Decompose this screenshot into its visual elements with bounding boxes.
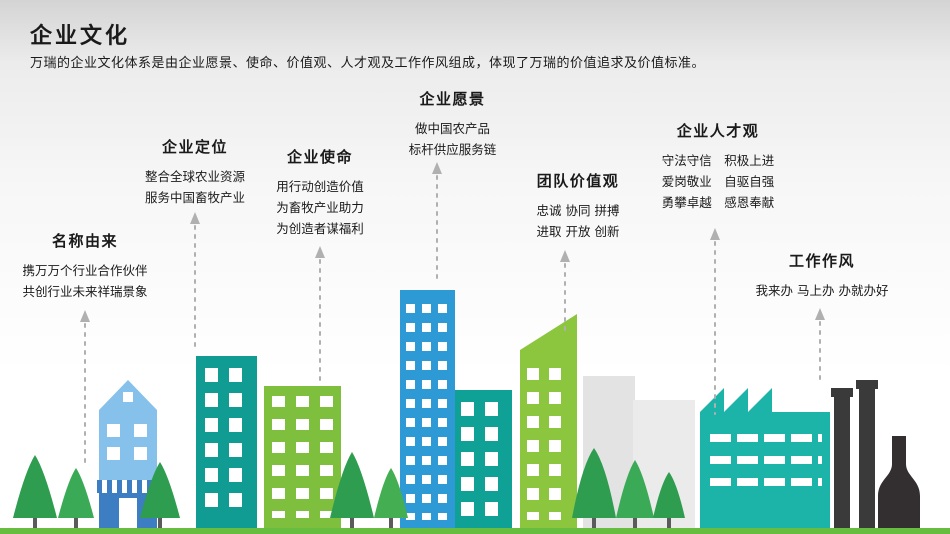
section-mission: 企业使命 用行动创造价值 为畜牧产业助力 为创造者谋福利 (265, 146, 375, 239)
section-title: 企业使命 (286, 148, 353, 166)
section-line: 为畜牧产业助力 (276, 200, 364, 215)
ground-strip (0, 528, 950, 534)
section-line: 为创造者谋福利 (276, 221, 364, 236)
dashed-arrow-vision (432, 162, 442, 285)
section-line: 整合全球农业资源 (144, 169, 245, 184)
trees (13, 448, 685, 534)
cityscape-illustration (0, 290, 950, 534)
smokestacks (831, 380, 878, 534)
section-line: 共创行业未来祥瑞景象 (22, 284, 148, 299)
section-line: 携万万个行业合作伙伴 (22, 263, 148, 278)
section-title: 企业人才观 (676, 122, 760, 140)
page-subtitle: 万瑞的企业文化体系是由企业愿景、使命、价值观、人才观及工作作风组成，体现了万瑞的… (30, 56, 706, 71)
section-line: 标杆供应服务链 (408, 142, 497, 157)
section-work-style: 工作作风 我来办 马上办 办就办好 (742, 250, 902, 301)
section-title: 企业愿景 (419, 90, 486, 108)
section-line: 忠诚 协同 拼搏 (536, 203, 620, 218)
section-title: 工作作风 (788, 252, 855, 270)
section-team-values: 团队价值观 忠诚 协同 拼搏 进取 开放 创新 (523, 170, 633, 242)
mid-teal-building (455, 390, 512, 534)
section-line: 守法守信 积极上进 (661, 153, 775, 168)
blue-skyscraper (400, 290, 455, 534)
section-line: 服务中国畜牧产业 (144, 190, 245, 205)
section-line: 我来办 马上办 办就办好 (755, 283, 889, 298)
section-name-origin: 名称由来 携万万个行业合作伙伴 共创行业未来祥瑞景象 (10, 230, 160, 302)
section-talent-view: 企业人才观 守法守信 积极上进 爱岗敬业 自驱自强 勇攀卓越 感恩奉献 (653, 120, 783, 213)
green-building (264, 386, 341, 534)
bottle-silhouette (878, 436, 920, 534)
teal-tower (196, 356, 257, 534)
section-line: 用行动创造价值 (276, 179, 364, 194)
section-title: 企业定位 (161, 138, 228, 156)
section-line: 爱岗敬业 自驱自强 (661, 174, 775, 189)
page-title: 企业文化 (30, 24, 131, 49)
section-line: 勇攀卓越 感恩奉献 (661, 195, 775, 210)
section-vision: 企业愿景 做中国农产品 标杆供应服务链 (395, 88, 510, 160)
house-building (97, 380, 159, 534)
factory-building (700, 388, 830, 534)
section-title: 名称由来 (51, 232, 118, 250)
section-title: 团队价值观 (536, 172, 620, 190)
section-positioning: 企业定位 整合全球农业资源 服务中国畜牧产业 (131, 136, 259, 208)
section-line: 进取 开放 创新 (536, 224, 620, 239)
section-line: 做中国农产品 (414, 121, 490, 136)
slanted-green-building (520, 314, 577, 534)
